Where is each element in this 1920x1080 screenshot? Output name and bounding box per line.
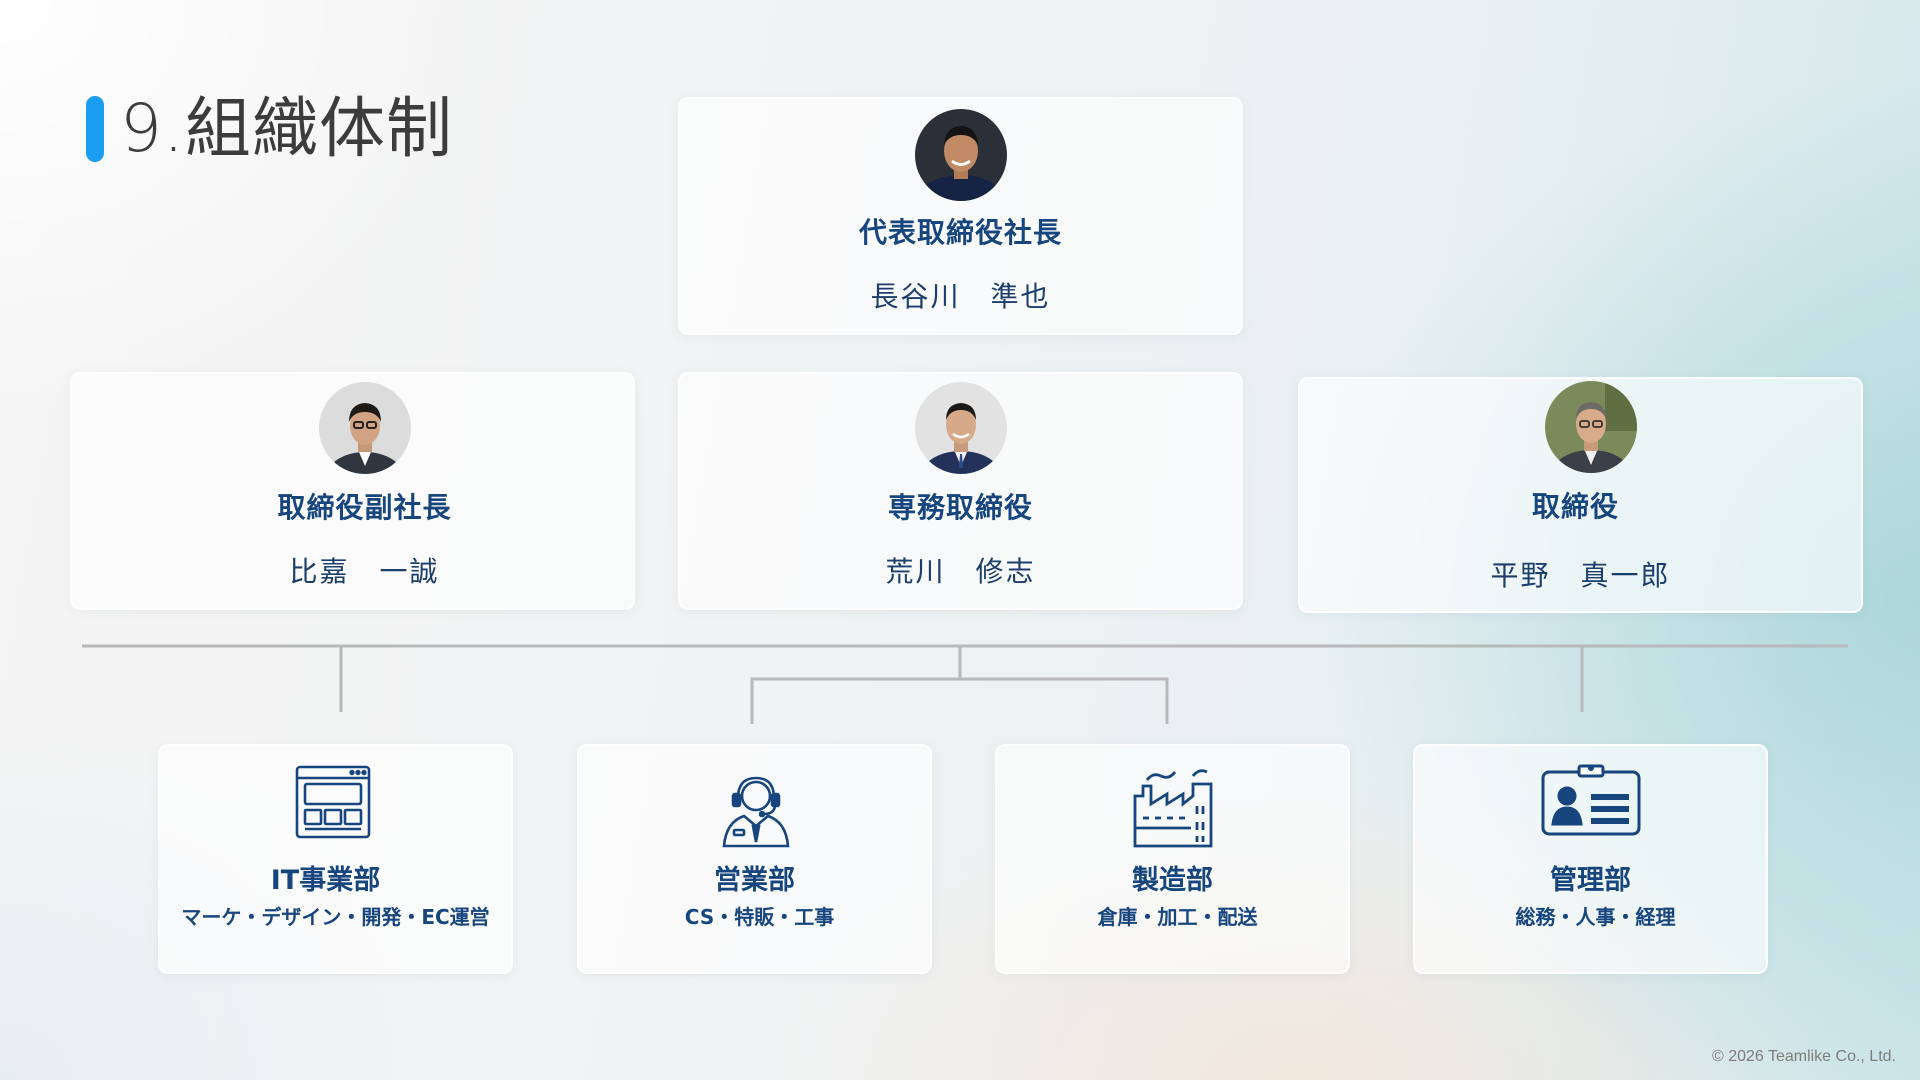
md-photo [914,382,1007,474]
vp-role: 取締役副社長 [277,491,452,524]
ceo-photo [914,109,1007,201]
dept-card-manufacturing: 製造部 倉庫・加工・配送 [995,744,1350,974]
browser-window-icon [295,764,371,844]
md-role: 専務取締役 [887,491,1033,524]
md-card: 専務取締役 荒川 修志 [678,372,1243,610]
ceo-card: 代表取締役社長 長谷川 準也 [678,97,1243,335]
director-role: 取締役 [1531,490,1619,523]
connector-sales-manufacturing [750,677,1169,724]
dept-sub-manufacturing: 倉庫・加工・配送 [1097,905,1258,929]
ceo-name: 長谷川 準也 [870,280,1051,313]
page-title: 9.組織体制 [86,94,453,164]
director-name: 平野 真一郎 [1490,559,1671,592]
md-name: 荒川 修志 [885,555,1036,588]
page-title-text: 9.組織体制 [120,90,453,167]
vp-card: 取締役副社長 比嘉 一誠 [70,372,635,610]
dept-sub-it: マーケ・デザイン・開発・EC運営 [181,905,490,929]
dept-name-it: IT事業部 [270,865,381,896]
factory-icon [1131,766,1215,852]
dept-card-sales: 営業部 CS・特販・工事 [577,744,932,974]
copyright-footer: © 2026 Teamlike Co., Ltd. [1711,1048,1896,1065]
headset-operator-icon [718,772,794,852]
dept-sub-sales: CS・特販・工事 [684,905,835,929]
vp-name: 比嘉 一誠 [289,555,440,588]
dept-card-it: IT事業部 マーケ・デザイン・開発・EC運営 [158,744,513,974]
title-accent-bar [86,96,104,162]
dept-card-admin: 管理部 総務・人事・経理 [1413,744,1768,974]
director-card: 取締役 平野 真一郎 [1298,377,1863,613]
dept-name-admin: 管理部 [1550,865,1631,896]
director-photo [1544,381,1637,473]
id-badge-icon [1541,764,1641,840]
dept-name-manufacturing: 製造部 [1132,865,1213,896]
ceo-role: 代表取締役社長 [858,216,1062,249]
dept-name-sales: 営業部 [714,865,795,896]
vp-photo [318,382,411,474]
dept-sub-admin: 総務・人事・経理 [1515,905,1676,929]
